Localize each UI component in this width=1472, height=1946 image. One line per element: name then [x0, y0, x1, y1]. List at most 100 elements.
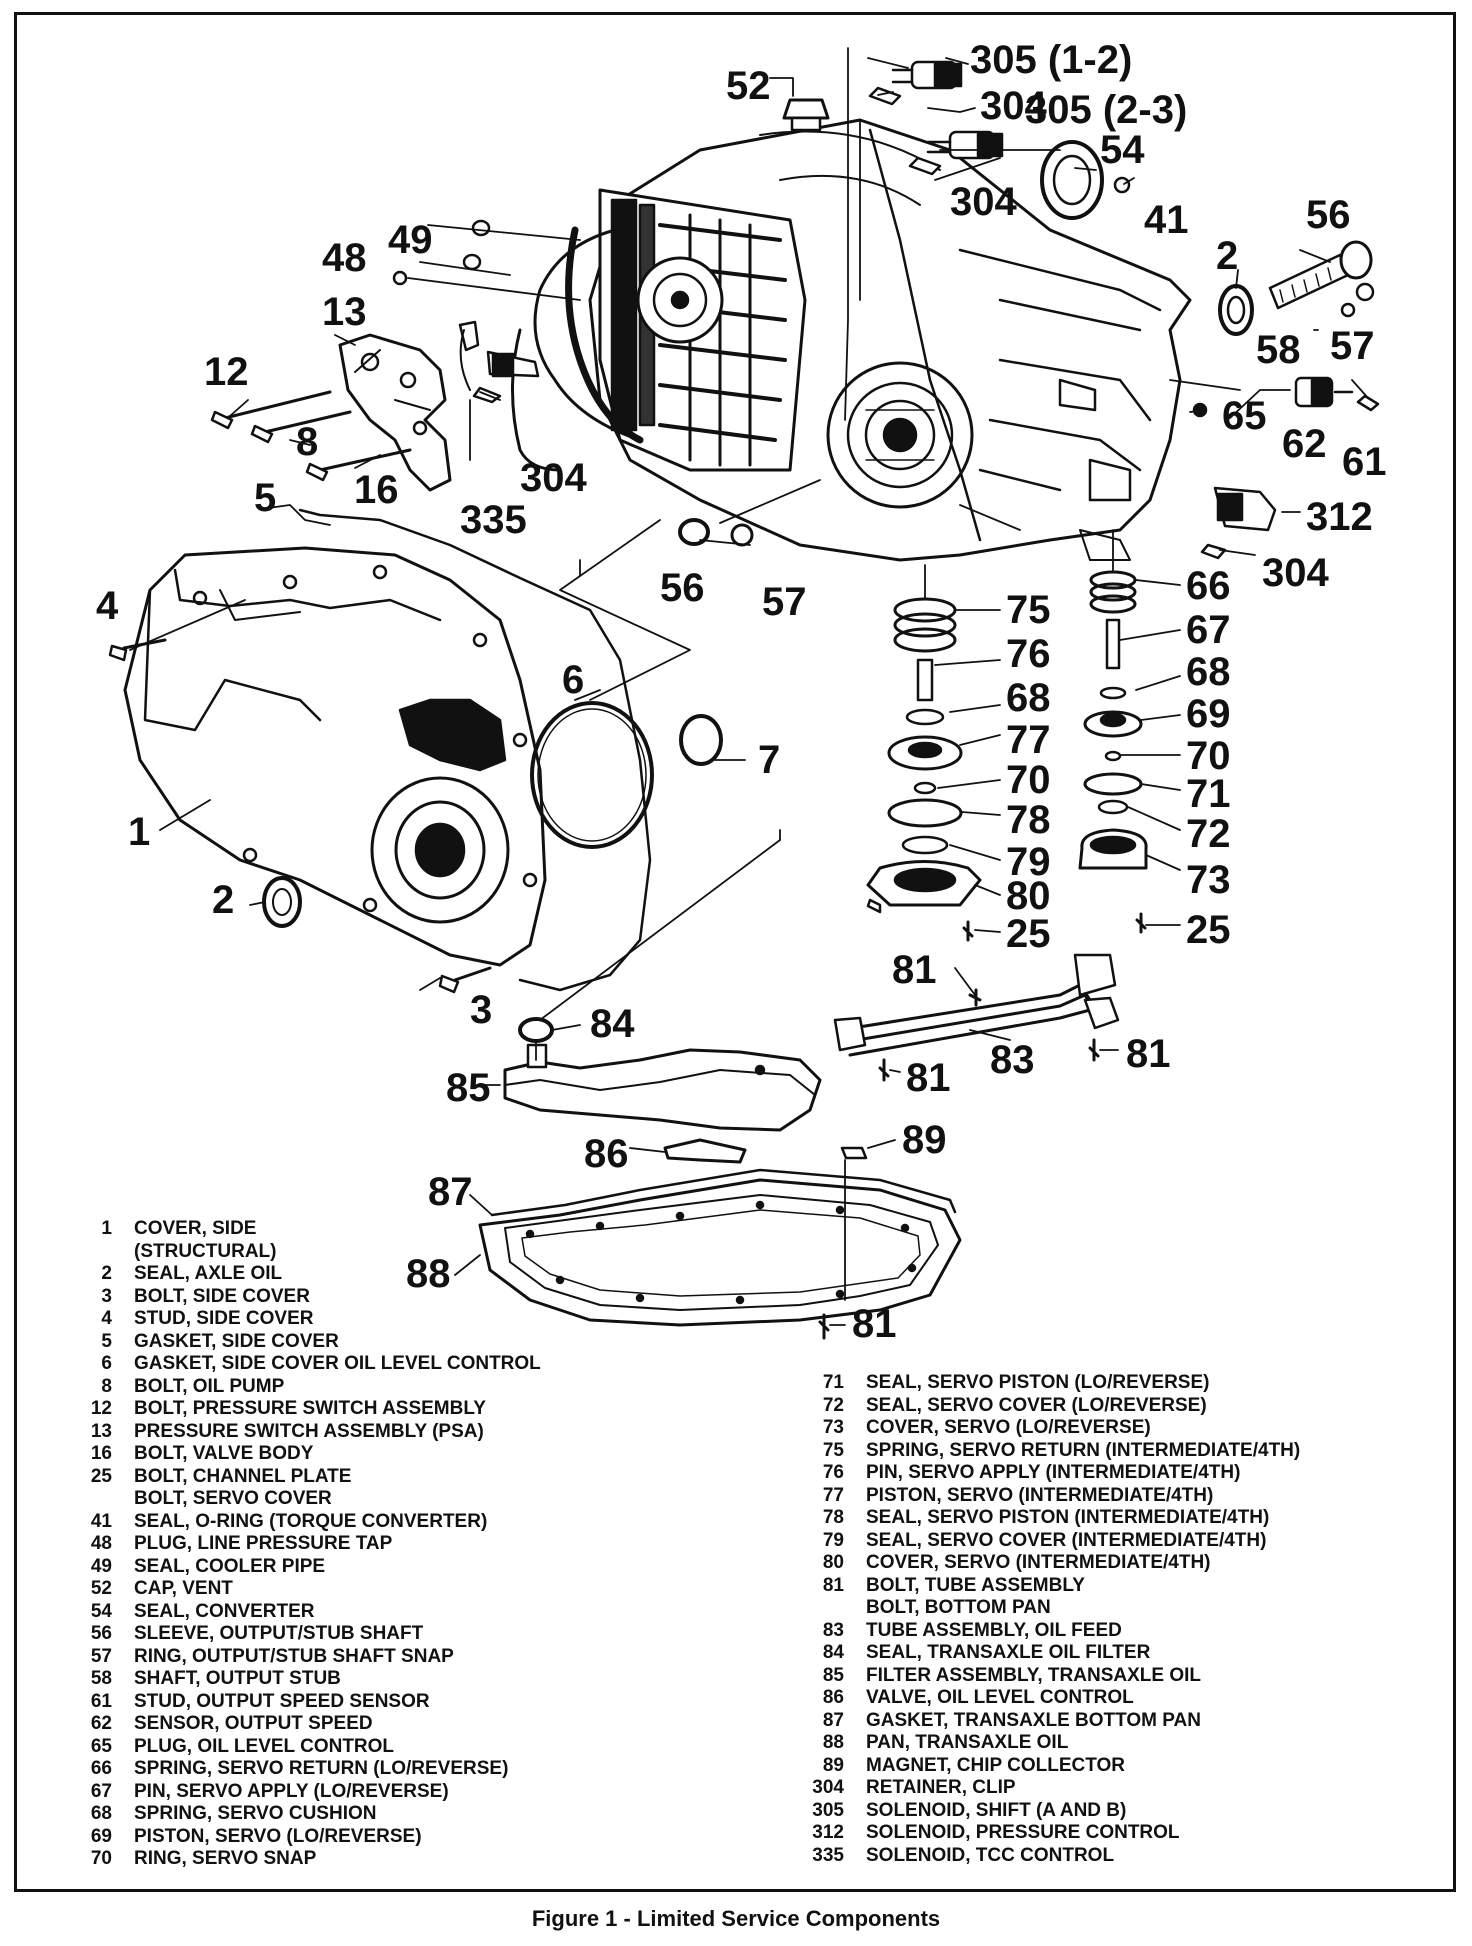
output-speed-sensor: [1192, 376, 1380, 418]
callout-25: 25: [1006, 912, 1051, 956]
callout-71: 71: [1186, 772, 1231, 816]
callout-2: 2: [1216, 234, 1239, 278]
callout-70: 70: [1186, 734, 1231, 778]
callout-77: 77: [1006, 718, 1051, 762]
transaxle-case: [588, 118, 1192, 562]
callout-304: 304: [520, 456, 587, 500]
callout-89: 89: [902, 1118, 947, 1162]
callout-304: 304: [950, 180, 1017, 224]
callout-304: 304: [1262, 551, 1329, 595]
callout-73: 73: [1186, 858, 1231, 902]
legend-row: (STRUCTURAL): [134, 1240, 277, 1262]
callout-56: 56: [1306, 193, 1351, 237]
callout-72: 72: [1186, 812, 1231, 856]
callout-68: 68: [1006, 676, 1051, 720]
vent-cap: [782, 98, 830, 132]
callout-58: 58: [1256, 328, 1301, 372]
callout-3: 3: [470, 988, 493, 1032]
callout-6: 6: [562, 658, 585, 702]
callout-48: 48: [322, 236, 367, 280]
callout-86: 86: [584, 1132, 629, 1176]
callout-5: 5: [254, 476, 277, 520]
callout-70: 70: [1006, 758, 1051, 802]
callout-69: 69: [1186, 692, 1231, 736]
callout-305-1-2: 305 (1-2): [970, 38, 1133, 82]
callout-305-2-3: 305 (2-3): [1025, 88, 1188, 132]
callout-81: 81: [892, 948, 937, 992]
intermediate-servo-stack: [866, 597, 982, 942]
pressure-control-solenoid: [1200, 486, 1277, 560]
callout-85: 85: [446, 1066, 491, 1110]
callout-52: 52: [726, 64, 771, 108]
callout-79: 79: [1006, 840, 1051, 884]
callout-83: 83: [990, 1038, 1035, 1082]
legend-row: BOLT, BOTTOM PAN: [866, 1597, 1051, 1618]
legend-row: BOLT, SERVO COVER: [134, 1488, 332, 1509]
callout-54: 54: [1100, 128, 1145, 172]
callout-84: 84: [590, 1002, 635, 1046]
callout-65: 65: [1222, 394, 1267, 438]
callout-68: 68: [1186, 650, 1231, 694]
callout-81: 81: [906, 1056, 951, 1100]
solenoids-top: [868, 60, 1004, 176]
callout-4: 4: [96, 584, 119, 628]
callout-57: 57: [762, 580, 807, 624]
oil-pan: [478, 1168, 962, 1340]
callout-67: 67: [1186, 608, 1231, 652]
oil-feed-tube: [833, 953, 1120, 1082]
side-cover: [123, 546, 547, 967]
callout-304: 304: [980, 84, 1047, 128]
callout-62: 62: [1282, 422, 1327, 466]
callout-1: 1: [128, 810, 151, 854]
valve-body: [565, 188, 807, 472]
leader-lines: [129, 47, 1369, 1326]
filter-assembly: [503, 1043, 822, 1132]
callout-88: 88: [406, 1252, 451, 1296]
callout-25: 25: [1186, 908, 1231, 952]
callout-13: 13: [322, 290, 367, 334]
callout-335: 335: [460, 498, 527, 542]
callout-7: 7: [758, 738, 781, 782]
callout-78: 78: [1006, 798, 1051, 842]
figure-caption: Figure 1 - Limited Service Components: [531, 1906, 941, 1931]
callout-56: 56: [660, 566, 705, 610]
